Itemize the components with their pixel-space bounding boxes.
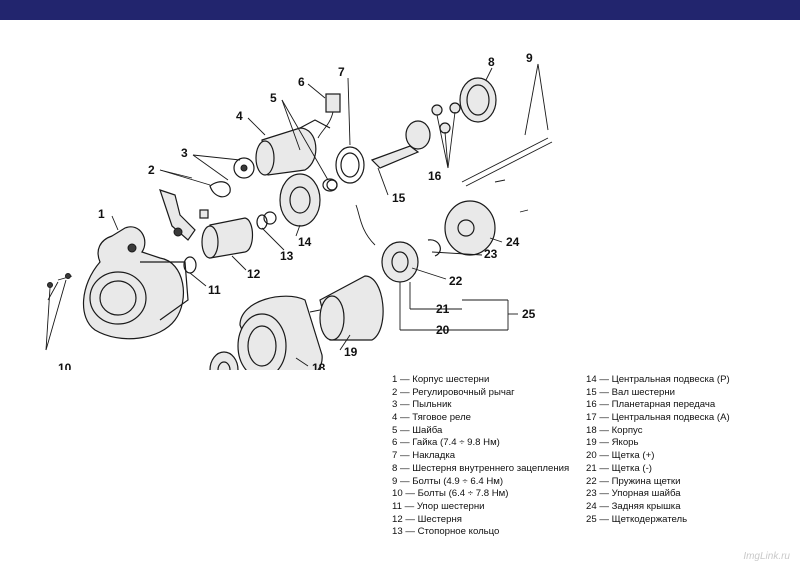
- part-23-thrust-washer: [427, 239, 441, 257]
- legend-item: 2 — Регулировочный рычаг: [392, 386, 515, 398]
- part-14-center-bracket: [279, 173, 338, 227]
- legend-item: 23 — Упорная шайба: [586, 488, 681, 500]
- legend-item: 12 — Шестерня: [392, 513, 462, 525]
- legend-item: 8 — Шестерня внутреннего зацепления: [392, 462, 570, 474]
- legend-item: 25 — Щеткодержатель: [586, 513, 688, 525]
- exploded-starter-diagram: 1 2 3 4 5 6 7 8 9 10 11 12 13 14 15 16 1…: [45, 51, 553, 370]
- callout-8: 8: [488, 55, 495, 69]
- legend-item: 14 — Центральная подвеска (Р): [586, 374, 730, 385]
- part-18-yoke-housing: [237, 295, 323, 370]
- legend-item: 4 — Тяговое реле: [392, 412, 472, 424]
- part-25-brush-holder: [355, 204, 419, 283]
- legend-item: 15 — Вал шестерни: [586, 386, 676, 398]
- legend-item: 13 — Стопорное кольцо: [392, 526, 500, 538]
- callout-23: 23: [484, 247, 498, 261]
- legend-item: 3 — Пыльник: [392, 399, 452, 411]
- legend-item: 24 — Задняя крышка: [586, 500, 681, 512]
- legend-right-column: 14 — Центральная подвеска (Р) 15 — Вал ш…: [586, 374, 730, 526]
- callout-numbers: 1 2 3 4 5 6 7 8 9 10 11 12 13 14 15 16 1…: [58, 51, 536, 370]
- legend-item: 7 — Накладка: [392, 450, 456, 462]
- callout-7: 7: [338, 65, 345, 79]
- legend-item: 10 — Болты (6.4 ÷ 7.8 Нм): [392, 488, 509, 500]
- header-bar: [0, 0, 800, 20]
- legend-item: 1 — Корпус шестерни: [392, 374, 490, 385]
- callout-11: 11: [208, 283, 221, 297]
- callout-21: 21: [436, 302, 450, 316]
- legend-item: 19 — Якорь: [586, 437, 639, 449]
- callout-15: 15: [392, 191, 406, 205]
- callout-19: 19: [344, 345, 358, 359]
- callout-9: 9: [526, 51, 533, 65]
- callout-4: 4: [236, 109, 243, 123]
- legend-item: 21 — Щетка (-): [586, 462, 652, 474]
- callout-12: 12: [247, 267, 261, 281]
- legend-item: 22 — Пружина щетки: [586, 475, 681, 487]
- callout-16: 16: [428, 169, 442, 183]
- callout-22: 22: [449, 274, 463, 288]
- watermark: ImgLink.ru: [743, 551, 790, 562]
- callout-24: 24: [506, 235, 520, 249]
- callout-6: 6: [298, 75, 305, 89]
- part-17-center-bracket-a: [209, 351, 239, 370]
- callout-18: 18: [312, 361, 326, 370]
- part-19-armature: [309, 275, 384, 341]
- legend-item: 11 — Упор шестерни: [392, 500, 485, 512]
- part-9-through-bolts: [461, 137, 553, 187]
- callout-13: 13: [280, 249, 294, 263]
- legend-item: 5 — Шайба: [392, 424, 443, 436]
- part-24-rear-cover: [444, 200, 529, 256]
- part-2-adjusting-lever: [159, 189, 209, 241]
- legend-left-column: 1 — Корпус шестерни 2 — Регулировочный р…: [392, 374, 569, 539]
- part-13-snap-ring: [256, 214, 268, 230]
- leader-lines: [45, 63, 549, 367]
- callout-3: 3: [181, 146, 188, 160]
- part-3-dust-boot: [209, 157, 255, 198]
- part-7-cover-plate: [335, 146, 365, 184]
- legend-item: 6 — Гайка (7.4 ÷ 9.8 Нм): [392, 437, 500, 449]
- part-8-internal-gear: [459, 77, 497, 123]
- part-1-pinion-housing: [83, 226, 189, 340]
- legend-item: 17 — Центральная подвеска (А): [586, 412, 730, 424]
- legend-item: 20 — Щетка (+): [586, 450, 655, 462]
- part-16-planetary-gears: [431, 102, 461, 134]
- legend-item: 18 — Корпус: [586, 424, 643, 436]
- part-10-bolts: [47, 273, 73, 301]
- callout-25: 25: [522, 307, 536, 321]
- part-6-terminal-nut: [317, 93, 341, 139]
- callout-1: 1: [98, 207, 105, 221]
- callout-10: 10: [58, 361, 72, 370]
- part-4-solenoid: [255, 119, 331, 176]
- part-12-pinion: [201, 217, 254, 259]
- legend-item: 16 — Планетарная передача: [586, 399, 716, 411]
- callout-20: 20: [436, 323, 450, 337]
- legend-item: 9 — Болты (4.9 ÷ 6.4 Нм): [392, 475, 504, 487]
- part-15-pinion-shaft: [370, 120, 431, 169]
- callout-2: 2: [148, 163, 155, 177]
- callout-5: 5: [270, 91, 277, 105]
- callout-14: 14: [298, 235, 312, 249]
